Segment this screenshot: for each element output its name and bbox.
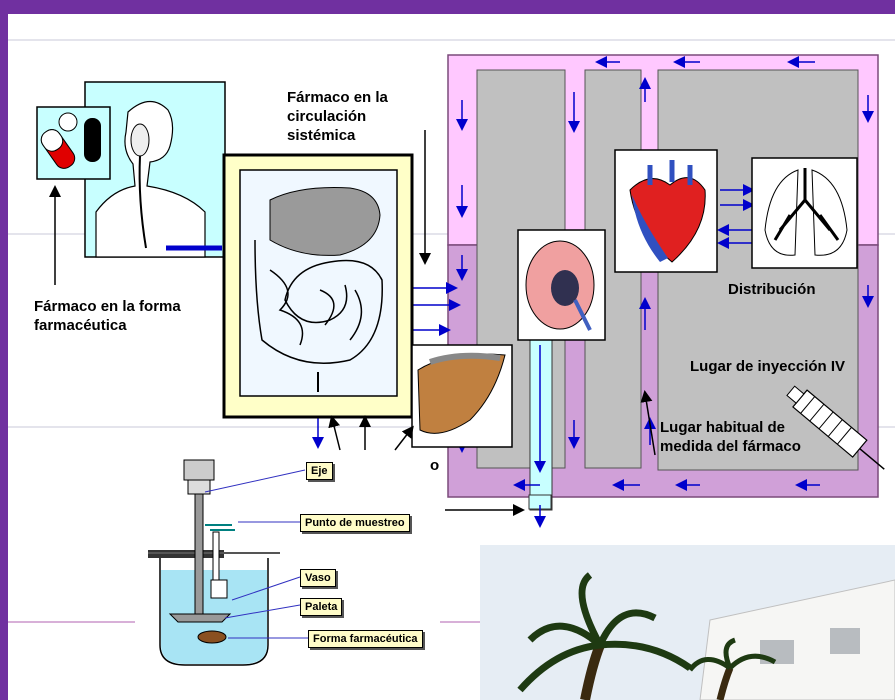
pills-box: [37, 107, 110, 179]
label-line: Lugar habitual de: [660, 418, 801, 437]
tag-paddle: Paleta: [300, 598, 342, 616]
label-line: medida del fármaco: [660, 437, 801, 456]
label-line: farmacéutica: [34, 316, 181, 335]
label-line: Fármaco en la forma: [34, 297, 181, 316]
label-partial-letter: o: [430, 456, 439, 475]
tag-vessel: Vaso: [300, 569, 336, 587]
dissolution-apparatus: [148, 460, 308, 665]
building-photo: [480, 545, 895, 700]
gut-panel: [224, 155, 412, 417]
label-line: Fármaco en la: [287, 88, 388, 107]
liver-panel: [412, 345, 512, 447]
heart-panel: [615, 150, 717, 272]
label-drug-dosage-form: Fármaco en la forma farmacéutica: [34, 297, 181, 335]
label-measure-site: Lugar habitual de medida del fármaco: [660, 418, 801, 456]
tag-dosage-form: Forma farmacéutica: [308, 630, 423, 648]
kidney-panel: [518, 230, 605, 340]
tag-sampling-point: Punto de muestreo: [300, 514, 410, 532]
lungs-panel: [752, 158, 857, 268]
tag-shaft: Eje: [306, 462, 333, 480]
label-drug-systemic: Fármaco en la circulación sistémica: [287, 88, 388, 145]
label-iv-site: Lugar de inyección IV: [690, 357, 845, 376]
label-distribution: Distribución: [728, 280, 816, 299]
label-line: sistémica: [287, 126, 388, 145]
label-line: circulación: [287, 107, 388, 126]
